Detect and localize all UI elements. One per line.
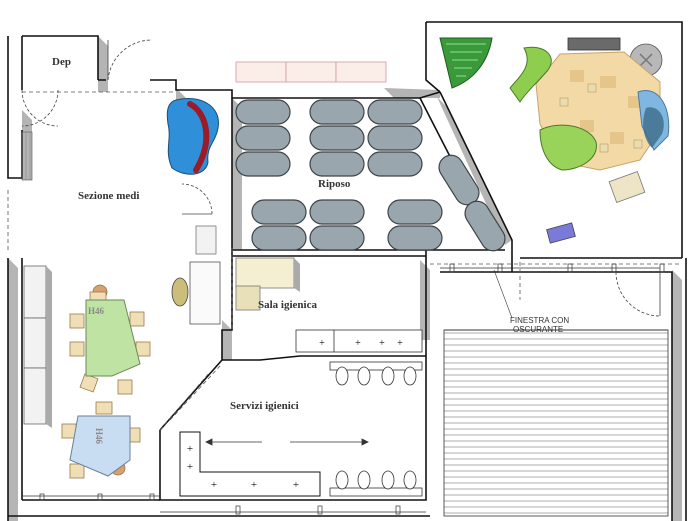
room-label-dep: Dep <box>52 56 71 68</box>
svg-text:+: + <box>211 479 217 491</box>
dashed-lines <box>7 91 680 431</box>
table-code-blue: H46 <box>94 428 104 445</box>
arrows <box>205 438 369 446</box>
table-code-green: H46 <box>88 306 105 316</box>
radiator <box>21 131 33 181</box>
annotation-leader <box>493 269 513 319</box>
top-shelves <box>235 61 387 83</box>
play-room <box>439 37 670 244</box>
toilets-bottom <box>329 470 423 497</box>
svg-text:+: + <box>251 479 257 491</box>
svg-text:+: + <box>187 443 193 455</box>
svg-text:+: + <box>319 338 325 349</box>
annotation-finestra-line1: FINESTRA CON <box>510 316 570 325</box>
table-blue-group <box>61 401 141 479</box>
stairs <box>443 329 669 517</box>
svg-text:+: + <box>355 338 361 349</box>
toilets-top <box>329 361 423 386</box>
walls <box>7 21 687 521</box>
svg-text:+: + <box>379 338 385 349</box>
annotation-finestra-line2: OSCURANTE <box>513 325 564 334</box>
room-label-sala-igienica: Sala igienica <box>258 299 317 311</box>
cot <box>235 99 506 252</box>
door-swings <box>21 39 661 317</box>
left-cabinets <box>23 265 52 428</box>
bean-bag <box>166 98 219 175</box>
table-green-group <box>69 284 151 395</box>
sala-igienica-furniture: + + + + <box>171 225 423 353</box>
cots <box>235 99 506 252</box>
room-label-servizi-igienici: Servizi igienici <box>230 400 299 412</box>
sinks: + + + + + <box>179 431 321 497</box>
svg-text:+: + <box>397 338 403 349</box>
annotation-finestra: FINESTRA CON OSCURANTE <box>510 316 569 334</box>
room-label-riposo: Riposo <box>318 178 351 190</box>
chairs <box>69 284 151 395</box>
room-label-sezione-medi: Sezione medi <box>78 190 140 202</box>
svg-text:+: + <box>293 479 299 491</box>
svg-text:+: + <box>187 461 193 473</box>
window-lines <box>22 263 665 515</box>
